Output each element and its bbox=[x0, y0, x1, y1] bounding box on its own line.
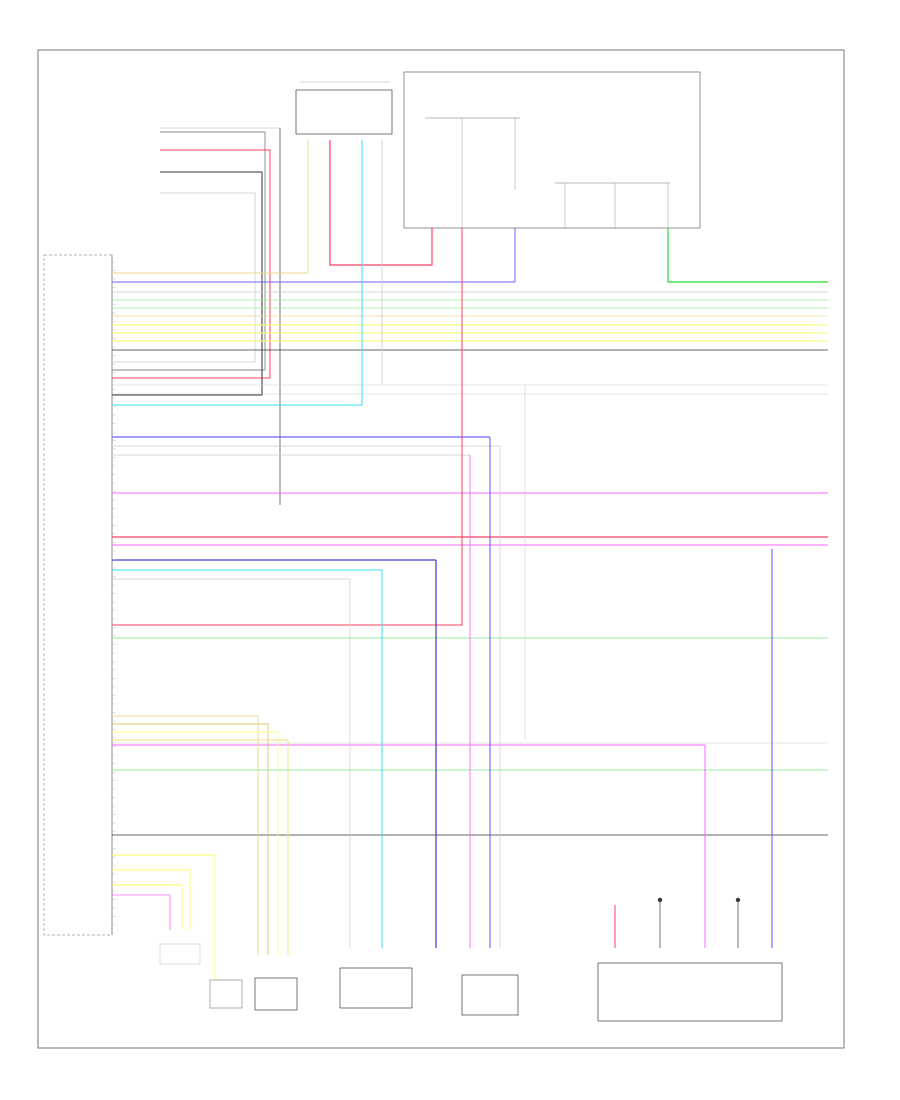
igniter-switch-box bbox=[295, 81, 393, 135]
wire-gray-sensor bbox=[112, 131, 266, 371]
fuse-relay-block bbox=[403, 71, 701, 229]
pressure-sensor-box bbox=[209, 979, 243, 1009]
wire-red-sensor bbox=[112, 149, 271, 379]
fuel-tank-sensor-box bbox=[254, 977, 298, 1011]
starter-box bbox=[159, 943, 201, 965]
wire-pink-starter bbox=[112, 894, 171, 930]
wire-yellow-starter-b bbox=[112, 884, 183, 930]
wire-fuel-1 bbox=[112, 723, 269, 955]
diagram-border bbox=[37, 49, 845, 1049]
wire-fuel-3 bbox=[112, 739, 289, 955]
wire-v-red-fuse bbox=[112, 228, 463, 626]
wire-v-green-fuse bbox=[667, 228, 828, 283]
wire-black-sensor bbox=[112, 171, 263, 396]
wire-fuel-2 bbox=[112, 731, 279, 955]
wire-yellow-starter-a bbox=[112, 869, 191, 930]
wire-yellow-pressure bbox=[112, 854, 216, 980]
ecm-connector bbox=[43, 254, 113, 936]
bottom-components bbox=[159, 943, 783, 1022]
vacuum-sensor-box bbox=[461, 974, 519, 1016]
wire-light-sensor bbox=[112, 192, 256, 363]
left-sensor-box bbox=[160, 127, 281, 505]
wire-v-red-main bbox=[329, 140, 433, 266]
wire-fuel-0 bbox=[112, 715, 259, 955]
wire-bundle bbox=[112, 131, 828, 980]
fuel-pump-box bbox=[597, 962, 783, 1022]
battery-current-sensor-box bbox=[339, 967, 413, 1009]
